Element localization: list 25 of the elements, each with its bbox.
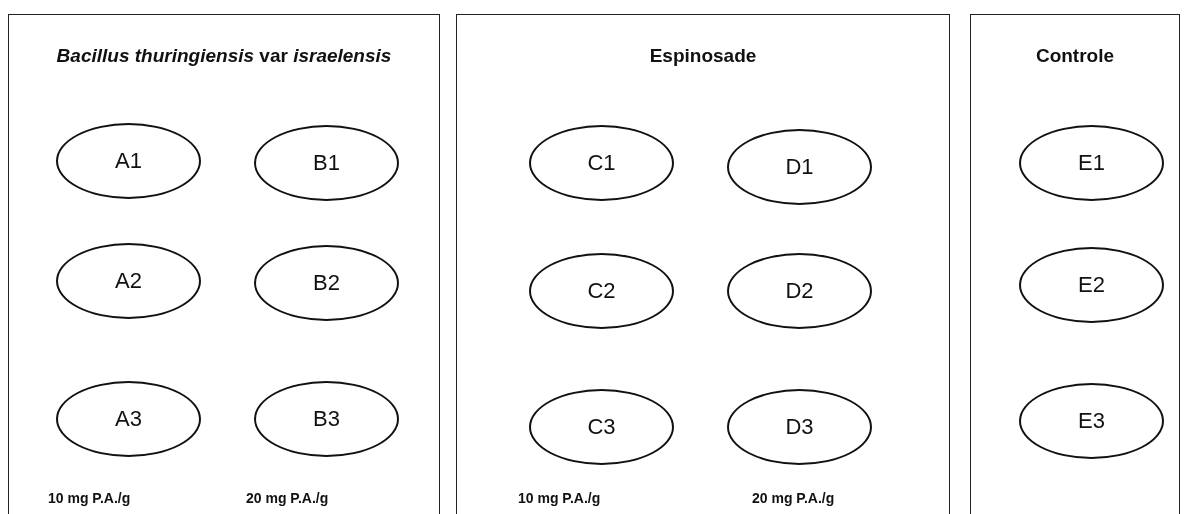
- sample-ellipse: A2: [56, 243, 201, 319]
- sample-ellipse: D1: [727, 129, 872, 205]
- dose-label: 10 mg P.A./g: [48, 490, 131, 506]
- sample-ellipse: E2: [1019, 247, 1164, 323]
- sample-ellipse: C3: [529, 389, 674, 465]
- dose-label: 10 mg P.A./g: [518, 490, 601, 506]
- sample-ellipse: E1: [1019, 125, 1164, 201]
- sample-ellipse: B3: [254, 381, 399, 457]
- group-heading: Controle: [1034, 45, 1116, 67]
- group-panel: [8, 14, 440, 514]
- group-heading: Bacillus thuringiensis var israelensis: [55, 45, 393, 67]
- sample-ellipse: B2: [254, 245, 399, 321]
- sample-ellipse: B1: [254, 125, 399, 201]
- group-panel: [970, 14, 1180, 514]
- sample-ellipse: D2: [727, 253, 872, 329]
- dose-label: 20 mg P.A./g: [246, 490, 329, 506]
- group-heading: Espinosade: [648, 45, 758, 67]
- sample-ellipse: E3: [1019, 383, 1164, 459]
- sample-ellipse: D3: [727, 389, 872, 465]
- sample-ellipse: C1: [529, 125, 674, 201]
- dose-label: 20 mg P.A./g: [752, 490, 835, 506]
- sample-ellipse: C2: [529, 253, 674, 329]
- sample-ellipse: A1: [56, 123, 201, 199]
- sample-ellipse: A3: [56, 381, 201, 457]
- group-panel: [456, 14, 950, 514]
